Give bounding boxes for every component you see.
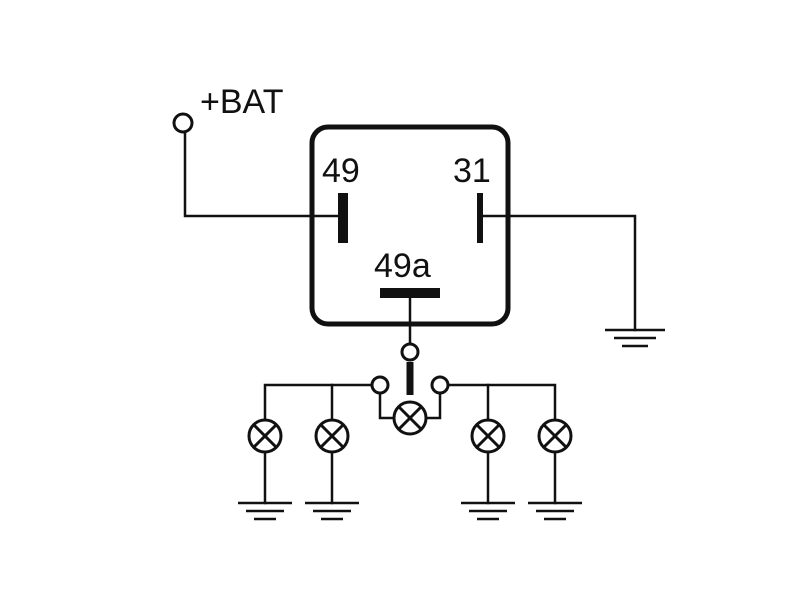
pin-31-label: 31 — [453, 152, 491, 190]
relay-ground-symbol — [605, 328, 665, 348]
battery-wire — [183, 131, 340, 218]
right-bus-wire — [446, 383, 557, 422]
pin-31-wire — [481, 214, 637, 332]
pin-31-contact — [477, 193, 483, 243]
lamp-ground-right-outer — [528, 450, 582, 521]
relay-ground-connection — [481, 214, 665, 348]
battery-terminal — [172, 112, 194, 134]
right-lamp-branch — [446, 383, 557, 422]
lamp-left-outer — [247, 418, 283, 454]
switch-left-terminal — [370, 375, 390, 395]
lamp-right-inner — [470, 418, 506, 454]
turn-signal-switch — [370, 362, 450, 420]
pin-49a-contact — [380, 288, 440, 298]
left-bus-wire — [263, 383, 374, 422]
pin-49a-label: 49a — [374, 247, 431, 285]
pin-49-label: 49 — [322, 152, 360, 190]
pin-49-contact — [338, 193, 348, 243]
lamp-ground-left-outer — [238, 450, 292, 521]
flasher-relay: 49 31 49a — [309, 124, 511, 327]
switch-input-terminal — [400, 342, 420, 362]
battery-label: +BAT — [200, 83, 283, 121]
lamp-indicator — [392, 400, 428, 436]
lamp-ground-right-inner — [461, 450, 515, 521]
lamp-left-inner — [314, 418, 350, 454]
switch-right-terminal — [430, 375, 450, 395]
output-connection — [400, 296, 420, 362]
lamp-ground-left-inner — [305, 450, 359, 521]
battery-connection: +BAT — [172, 83, 340, 218]
lamp-right-outer — [537, 418, 573, 454]
left-lamp-branch — [263, 383, 374, 422]
